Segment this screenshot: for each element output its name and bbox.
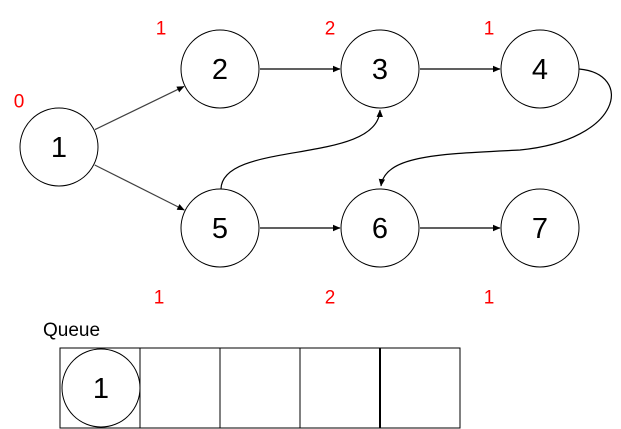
node-label: 3 [372,54,388,86]
node-circle [340,29,420,109]
node-label: 2 [212,54,228,86]
node-circle [500,29,580,109]
indegree-label-node-6: 2 [325,288,336,309]
nodes-layer: 1 2 3 4 5 6 7 [19,29,580,268]
indegree-label-node-5: 1 [154,288,165,309]
edge-1-to-5 [94,164,185,211]
node-label: 6 [372,213,388,245]
node-circle [340,188,420,268]
node-6: 6 [340,188,420,268]
queue: Queue 1 [43,320,461,429]
queue-slot [219,347,301,429]
node-7: 7 [500,188,580,268]
edge-4-to-6 [378,68,612,187]
node-label: 1 [51,132,67,164]
indegree-label-node-7: 1 [484,288,495,309]
indegree-label-node-3: 2 [325,19,336,40]
indegree-label-node-1: 0 [14,92,25,113]
queue-slot [379,347,461,429]
edge-1-to-2 [94,85,185,131]
node-label: 4 [532,54,548,86]
node-5: 5 [180,188,260,268]
indegree-label-node-2: 1 [156,19,167,40]
node-label: 5 [212,213,228,245]
node-circle [180,29,260,109]
node-4: 4 [500,29,580,109]
queue-item-label: 1 [93,373,109,405]
indegree-labels-layer: 0 1 2 1 1 2 1 [14,19,495,309]
node-3: 3 [340,29,420,109]
node-2: 2 [180,29,260,109]
node-label: 7 [532,213,548,245]
queue-slot [139,347,221,429]
queue-slot [299,347,381,429]
queue-title: Queue [43,320,100,341]
node-circle [19,107,99,187]
queue-items: 1 [61,348,141,428]
queue-item-circle [61,348,141,428]
node-1: 1 [19,107,99,187]
queue-item: 1 [61,348,141,428]
edges-layer [94,65,612,232]
node-circle [180,188,260,268]
node-circle [500,188,580,268]
edge-5-to-3 [220,109,383,190]
indegree-label-node-4: 1 [484,19,495,40]
